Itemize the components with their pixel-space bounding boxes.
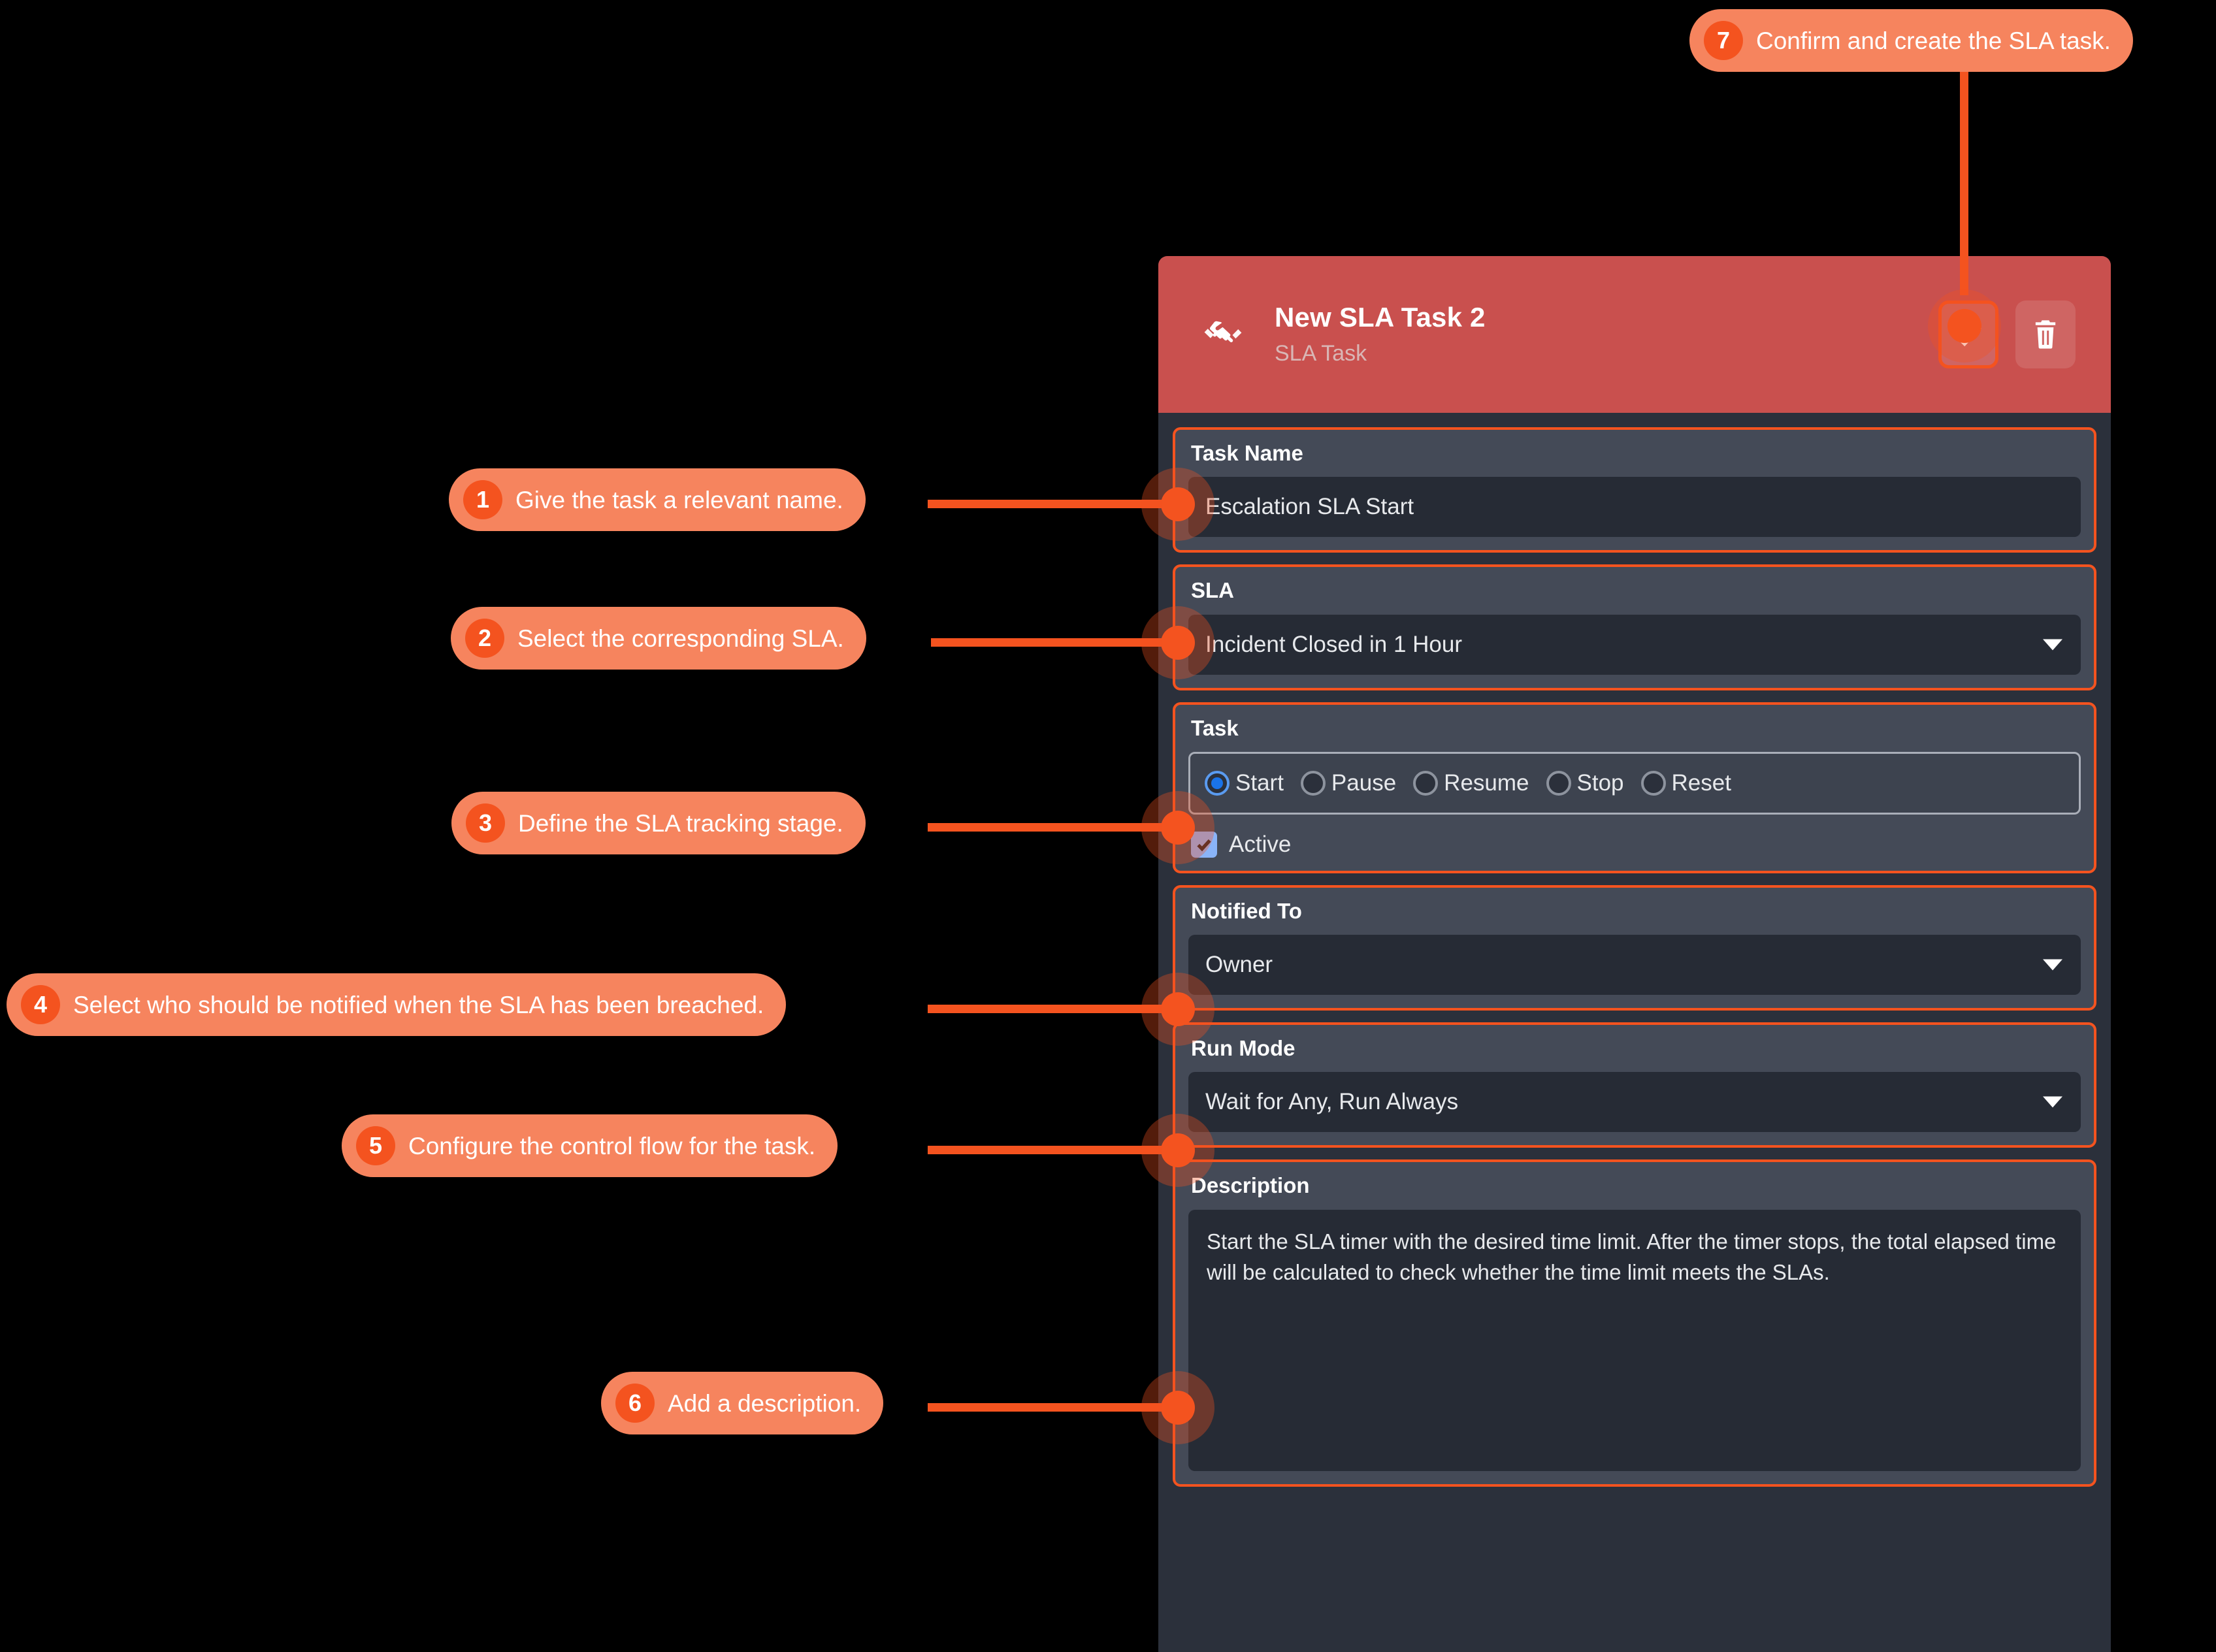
chevron-down-icon [2043,1096,2062,1108]
connector-line-6 [928,1403,1189,1412]
run-mode-value: Wait for Any, Run Always [1205,1089,1459,1115]
radio-dot-resume [1413,770,1439,796]
sla-select[interactable]: Incident Closed in 1 Hour [1188,614,2081,675]
callout-2-badge: 2 [465,619,504,658]
header-text-block: New SLA Task 2 SLA Task [1275,302,1938,366]
notified-to-value: Owner [1205,952,1273,978]
run-mode-label: Run Mode [1191,1036,1295,1061]
radio-option-reset[interactable]: Reset [1640,769,1731,796]
chevron-down-icon [2043,959,2062,971]
connector-dot-2 [1161,626,1195,660]
connector-line-5 [928,1146,1189,1154]
delete-button[interactable] [2015,300,2076,368]
active-checkbox-row[interactable]: Active [1188,831,2081,858]
callout-1-badge: 1 [463,480,502,519]
connector-line-1 [928,500,1189,508]
callout-4-badge: 4 [21,985,60,1024]
field-task-name: Task Name Escalation SLA Start [1173,427,2096,553]
callout-6-text: Add a description. [668,1389,862,1417]
field-sla: SLA Incident Closed in 1 Hour [1173,564,2096,690]
callout-7-badge: 7 [1704,21,1743,60]
trash-icon [2035,320,2056,349]
active-label: Active [1229,831,1292,857]
callout-1-text: Give the task a relevant name. [515,486,843,513]
run-mode-select[interactable]: Wait for Any, Run Always [1188,1072,2081,1133]
callout-3-text: Define the SLA tracking stage. [518,809,843,837]
connector-dot-7 [1947,309,1981,343]
active-checkbox[interactable] [1191,831,1217,858]
task-radio-group: Start Pause Resume Stop [1188,751,2081,815]
connector-line-2 [931,638,1189,647]
field-description: Description Start the SLA timer with the… [1173,1159,2096,1487]
callout-7-text: Confirm and create the SLA task. [1756,27,2111,54]
callout-3-badge: 3 [466,803,505,843]
panel-title: New SLA Task 2 [1275,302,1486,333]
radio-label-stop: Stop [1576,769,1624,796]
callout-4: 4 Select who should be notified when the… [7,973,787,1036]
callout-3: 3 Define the SLA tracking stage. [451,792,866,854]
chevron-down-icon [2043,639,2062,651]
connector-dot-3 [1161,811,1195,845]
sla-label: SLA [1191,578,1234,603]
field-task: Task Start Pause Resume [1173,702,2096,873]
handshake-icon [1196,314,1250,355]
connector-dot-5 [1161,1133,1195,1167]
description-label: Description [1191,1173,1310,1198]
task-name-input[interactable]: Escalation SLA Start [1188,477,2081,538]
notified-to-select[interactable]: Owner [1188,935,2081,996]
panel-body: Task Name Escalation SLA Start SLA Incid… [1158,413,2111,1487]
radio-label-reset: Reset [1671,769,1731,796]
radio-label-resume: Resume [1444,769,1529,796]
radio-label-start: Start [1235,769,1284,796]
connector-dot-1 [1161,487,1195,521]
check-icon [1197,839,1211,852]
radio-option-resume[interactable]: Resume [1413,770,1529,796]
panel-subtitle: SLA Task [1275,341,1367,366]
callout-6-badge: 6 [615,1384,655,1423]
radio-dot-reset [1640,770,1666,796]
radio-option-start[interactable]: Start [1205,770,1284,796]
callout-6: 6 Add a description. [601,1372,884,1434]
radio-label-pause: Pause [1331,769,1397,796]
callout-5-text: Configure the control flow for the task. [408,1132,816,1159]
task-name-label: Task Name [1191,441,1303,465]
field-notified-to: Notified To Owner [1173,884,2096,1011]
callout-2: 2 Select the corresponding SLA. [451,607,866,670]
connector-line-7 [1960,40,1968,295]
callout-1: 1 Give the task a relevant name. [449,468,866,531]
radio-option-stop[interactable]: Stop [1546,770,1624,796]
radio-dot-stop [1546,770,1571,796]
connector-dot-4 [1161,992,1195,1026]
field-run-mode: Run Mode Wait for Any, Run Always [1173,1022,2096,1148]
sla-select-value: Incident Closed in 1 Hour [1205,631,1462,657]
callout-7: 7 Confirm and create the SLA task. [1689,9,2133,72]
task-label: Task [1191,715,1239,740]
radio-dot-start [1205,770,1230,796]
sla-task-panel: New SLA Task 2 SLA Task Task Name Escala… [1158,256,2111,1652]
connector-line-3 [928,823,1189,832]
notified-to-label: Notified To [1191,898,1302,923]
callout-5-badge: 5 [356,1126,395,1165]
callout-4-text: Select who should be notified when the S… [73,991,764,1018]
radio-option-pause[interactable]: Pause [1300,769,1397,796]
connector-dot-6 [1161,1391,1195,1425]
description-textarea[interactable]: Start the SLA timer with the desired tim… [1188,1209,2081,1471]
radio-dot-pause [1300,770,1326,796]
callout-5: 5 Configure the control flow for the tas… [342,1114,838,1177]
callout-2-text: Select the corresponding SLA. [517,624,844,652]
connector-line-4 [928,1005,1189,1013]
